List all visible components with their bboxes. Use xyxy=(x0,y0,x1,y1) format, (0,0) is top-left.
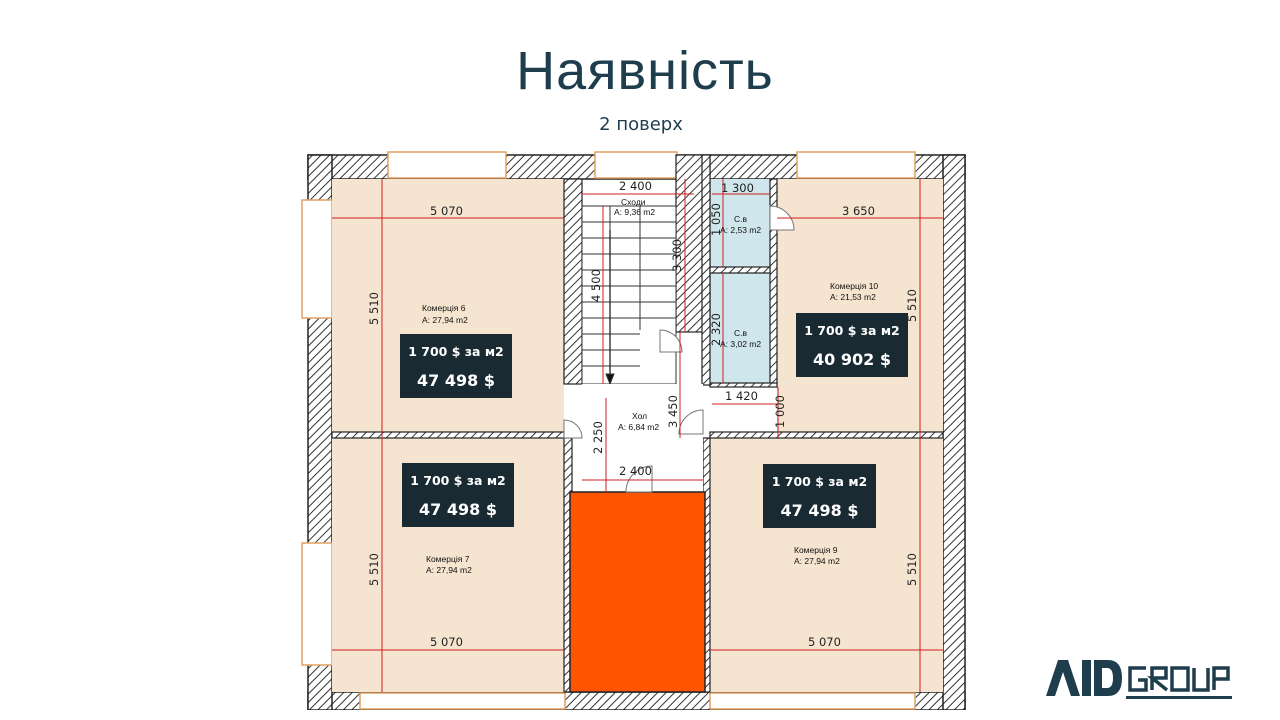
price-box-room-7: 1 700 $ за м2 47 498 $ xyxy=(402,463,514,527)
dim-label: 3 450 xyxy=(666,395,680,428)
room-9-name: Комерція 9 xyxy=(794,545,838,555)
dim-label: 5 510 xyxy=(367,292,381,325)
dim-label: 5 510 xyxy=(905,289,919,322)
dim-label: 1 000 xyxy=(773,395,787,428)
price-box-room-9: 1 700 $ за м2 47 498 $ xyxy=(763,464,876,528)
price-rate: 1 700 $ за м2 xyxy=(410,473,506,488)
price-rate: 1 700 $ за м2 xyxy=(408,344,504,359)
dim-label: 2 400 xyxy=(619,464,652,478)
wall-wc-bottom xyxy=(709,382,778,388)
price-rate: 1 700 $ за м2 xyxy=(804,323,900,338)
dim-label: 4 500 xyxy=(589,269,603,302)
dim-label: 1 050 xyxy=(709,203,723,236)
price-box-room-10: 1 700 $ за м2 40 902 $ xyxy=(796,313,908,377)
hall-area-text: A: 6,84 m2 xyxy=(618,422,659,432)
dim-label: 5 510 xyxy=(905,553,919,586)
dim-label: 3 650 xyxy=(842,204,875,218)
stairs-area-text: A: 9,36 m2 xyxy=(614,207,655,217)
dim-label: 5 070 xyxy=(808,635,841,649)
wc-1-name: С.в xyxy=(734,214,748,224)
wc-1-area-text: A: 2,53 m2 xyxy=(720,225,761,235)
dim-label: 5 510 xyxy=(367,553,381,586)
floor-plan: Комерція 6 A: 27,94 m2 Комерція 7 A: 27,… xyxy=(301,151,966,710)
room-6-name: Комерція 6 xyxy=(422,303,466,313)
dim-label: 2 320 xyxy=(709,313,723,346)
stairs-name: Сходи xyxy=(621,197,646,207)
price-box-room-6: 1 700 $ за м2 47 498 $ xyxy=(400,334,512,398)
wall-mid-left xyxy=(331,431,565,439)
room-10-area-text: A: 21,53 m2 xyxy=(830,292,876,302)
dim-label: 2 400 xyxy=(619,179,652,193)
aid-group-logo xyxy=(1046,660,1232,699)
wall-wc-sep xyxy=(709,266,771,274)
wall-wc-right xyxy=(701,154,711,386)
dim-label: 3 300 xyxy=(670,239,684,272)
wall-stair-left xyxy=(563,178,583,385)
dim-label: 5 070 xyxy=(430,635,463,649)
price-total: 47 498 $ xyxy=(419,500,497,519)
wc-2-name: С.в xyxy=(734,328,748,338)
room-6-area-text: A: 27,94 m2 xyxy=(422,315,468,325)
room-7-name: Комерція 7 xyxy=(426,554,470,564)
page-title: Наявність xyxy=(516,41,774,101)
price-rate: 1 700 $ за м2 xyxy=(771,474,868,489)
dim-label: 5 070 xyxy=(430,204,463,218)
room-7-area-text: A: 27,94 m2 xyxy=(426,565,472,575)
price-total: 40 902 $ xyxy=(813,350,891,369)
hall-name: Хол xyxy=(632,411,647,421)
room-9-area-text: A: 27,94 m2 xyxy=(794,556,840,566)
dim-label: 1 420 xyxy=(725,389,758,403)
room-10-area xyxy=(777,179,943,432)
room-10-name: Комерція 10 xyxy=(830,281,878,291)
windows xyxy=(301,151,916,710)
dimension-lines xyxy=(332,179,943,692)
wall-right xyxy=(942,154,966,710)
dim-label: 1 300 xyxy=(721,181,754,195)
price-total: 47 498 $ xyxy=(780,501,859,520)
wc-2-area-text: A: 3,02 m2 xyxy=(720,339,761,349)
price-total: 47 498 $ xyxy=(417,371,495,390)
floor-subtitle: 2 поверх xyxy=(599,114,683,135)
dim-label: 2 250 xyxy=(591,421,605,454)
wall-mid-right xyxy=(709,431,944,439)
wc-2-area xyxy=(710,273,770,383)
sold-block xyxy=(569,491,706,693)
